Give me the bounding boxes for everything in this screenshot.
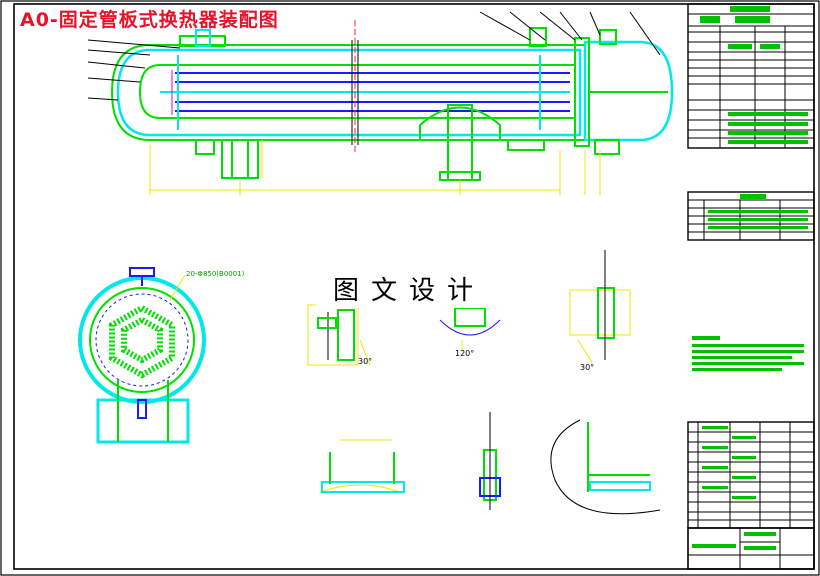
detail-view-flange — [307, 304, 371, 366]
watermark-text: 图文设计 — [333, 276, 486, 306]
detail-view-f — [550, 419, 661, 515]
drawing-border-inner — [13, 3, 815, 570]
detail-view-d — [319, 439, 405, 493]
watermark-background — [316, 262, 496, 308]
drawing-title: A0-固定管板式换热器装配图 — [20, 9, 279, 31]
technical-notes — [692, 336, 804, 371]
angle-label-30-left: 30° — [358, 357, 372, 366]
detail-view-b — [439, 307, 501, 352]
parts-list-table — [687, 421, 815, 529]
angle-label-120: 120° — [455, 349, 474, 358]
detail-view-e — [479, 412, 501, 510]
technical-spec-table — [687, 3, 815, 149]
detail-view-c — [569, 250, 631, 363]
nozzle-table — [687, 191, 815, 241]
tube-sheet-label: 20-Φ850(B0001) — [186, 270, 245, 278]
main-elevation-view — [87, 11, 674, 195]
end-view — [78, 267, 206, 444]
angle-label-30-right: 30° — [580, 363, 594, 372]
title-block — [687, 527, 815, 570]
